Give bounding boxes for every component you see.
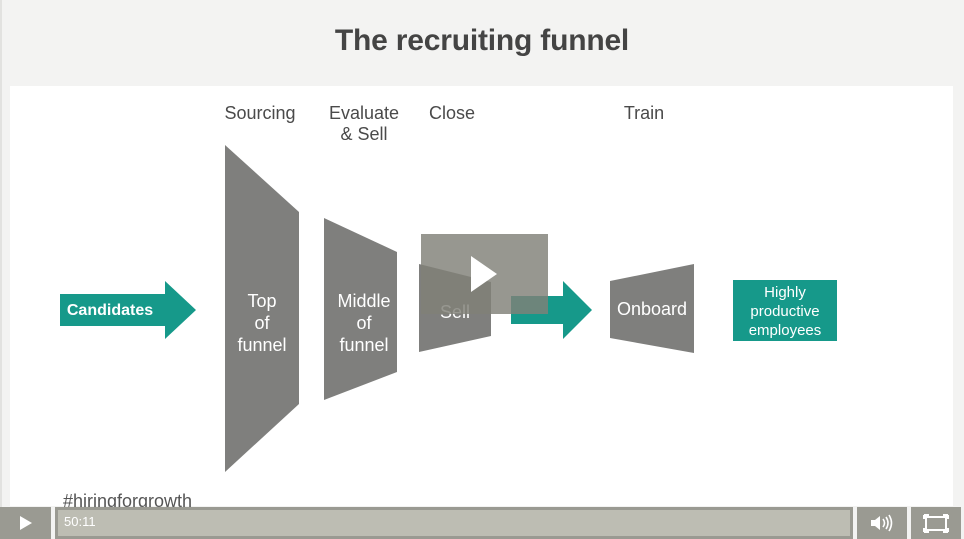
candidates-arrow [60, 281, 196, 339]
stage-label-evaluate: Evaluate & Sell [326, 103, 402, 145]
top-of-funnel-line2: of [254, 313, 270, 333]
stage-label-evaluate-line1: Evaluate [328, 103, 400, 123]
employees-label: Highly productive employees [733, 283, 837, 340]
progress-track-inner [58, 510, 850, 536]
control-bar: 50:11 [0, 507, 964, 539]
play-icon [20, 516, 32, 530]
stage-label-sourcing: Sourcing [224, 103, 296, 123]
stage-label-close: Close [428, 103, 476, 123]
employees-line2: productive [750, 303, 820, 320]
top-of-funnel-line3: funnel [237, 335, 287, 355]
top-of-funnel-line1: Top [247, 291, 277, 311]
time-display: 50:11 [64, 514, 96, 529]
employees-box [733, 280, 837, 341]
top-of-funnel-shape [225, 145, 299, 472]
employees-line1: Highly [764, 284, 806, 301]
fullscreen-icon [923, 514, 949, 533]
middle-of-funnel-line2: of [356, 313, 372, 333]
volume-icon [871, 514, 893, 532]
volume-button[interactable] [857, 507, 907, 539]
stage-label-train: Train [623, 103, 665, 123]
stage-label-evaluate-line2: & Sell [340, 124, 388, 144]
middle-of-funnel-line1: Middle [337, 291, 391, 311]
play-button[interactable] [0, 507, 51, 539]
middle-of-funnel-shape [324, 218, 397, 400]
onboard-shape [610, 264, 694, 353]
slide-title: The recruiting funnel [334, 24, 630, 57]
employees-line3: employees [748, 322, 822, 339]
left-border [0, 0, 2, 539]
top-of-funnel-label: Top of funnel [225, 290, 299, 356]
big-play-icon [471, 256, 497, 292]
onboard-label: Onboard [616, 299, 688, 319]
middle-of-funnel-label: Middle of funnel [324, 290, 404, 356]
candidates-label: Candidates [66, 302, 154, 319]
hashtag-text: #hiringforgrowth [63, 491, 193, 511]
middle-of-funnel-line3: funnel [339, 335, 389, 355]
progress-bar[interactable]: 50:11 [55, 507, 853, 539]
fullscreen-button[interactable] [911, 507, 961, 539]
big-play-button[interactable] [421, 234, 548, 314]
output-arrow [511, 281, 592, 339]
